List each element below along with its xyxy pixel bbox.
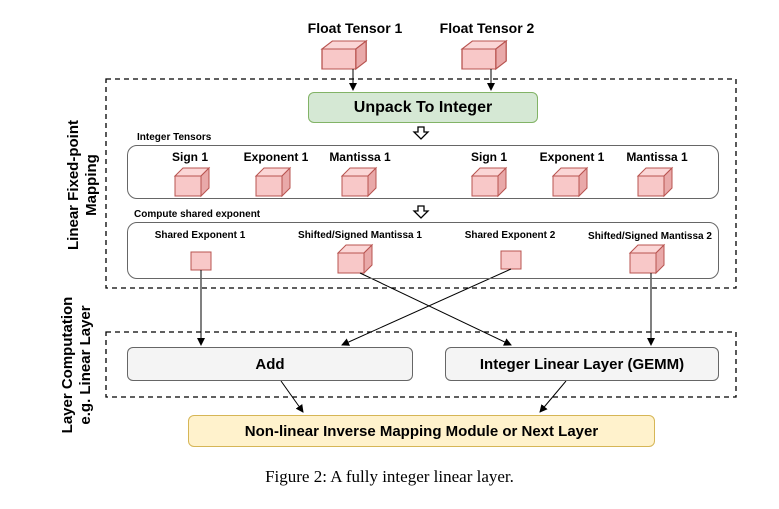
unpack-to-integer-label: Unpack To Integer	[353, 98, 493, 116]
shared-exponent-label: Shifted/Signed Mantissa 2	[588, 231, 712, 242]
computation-region	[105, 331, 737, 398]
float-tensor-1-cube	[321, 40, 367, 70]
computation-side-label-line1: Layer Computation	[59, 296, 76, 434]
output-label: Non-linear Inverse Mapping Module or Nex…	[244, 422, 599, 440]
shared-exponent-label: Shared Exponent 2	[464, 230, 556, 241]
integer-tensor-label: Sign 1	[171, 150, 208, 164]
gemm-label: Integer Linear Layer (GEMM)	[479, 355, 685, 373]
figure-caption: Figure 2: A fully integer linear layer.	[265, 467, 514, 486]
integer-tensor-label: Mantissa 1	[329, 150, 391, 164]
down-arrow-icon	[412, 126, 430, 140]
integer-tensor-label: Exponent 1	[539, 150, 605, 164]
add-label: Add	[255, 355, 285, 373]
integer-tensor-label: Exponent 1	[243, 150, 309, 164]
mapping-region	[105, 78, 737, 289]
down-arrow-icon	[412, 205, 430, 219]
unpack-to-integer-box: Unpack To Integer	[308, 92, 538, 123]
computation-side-label: Layer Computation e.g. Linear Layer	[59, 275, 99, 455]
shared-exponent-title: Compute shared exponent	[134, 209, 261, 220]
integer-tensor-label: Mantissa 1	[626, 150, 688, 164]
mapping-side-label: Linear Fixed-point Mapping	[65, 95, 105, 275]
integer-tensors-panel	[127, 145, 719, 199]
shared-exponent-label: Shared Exponent 1	[154, 230, 246, 241]
mapping-side-label-line2: Mapping	[83, 154, 100, 216]
float-tensor-2-label: Float Tensor 2	[439, 20, 535, 36]
output-box: Non-linear Inverse Mapping Module or Nex…	[188, 415, 655, 447]
shared-exponent-panel	[127, 222, 719, 279]
integer-tensors-title: Integer Tensors	[137, 132, 212, 143]
add-box: Add	[127, 347, 413, 381]
float-tensor-1-label: Float Tensor 1	[307, 20, 403, 36]
float-tensor-2-cube	[461, 40, 507, 70]
mapping-side-label-line1: Linear Fixed-point	[65, 120, 82, 251]
gemm-box: Integer Linear Layer (GEMM)	[445, 347, 719, 381]
shared-exponent-label: Shifted/Signed Mantissa 1	[298, 230, 422, 241]
integer-tensor-label: Sign 1	[470, 150, 507, 164]
computation-side-label-line2: e.g. Linear Layer	[77, 305, 94, 425]
